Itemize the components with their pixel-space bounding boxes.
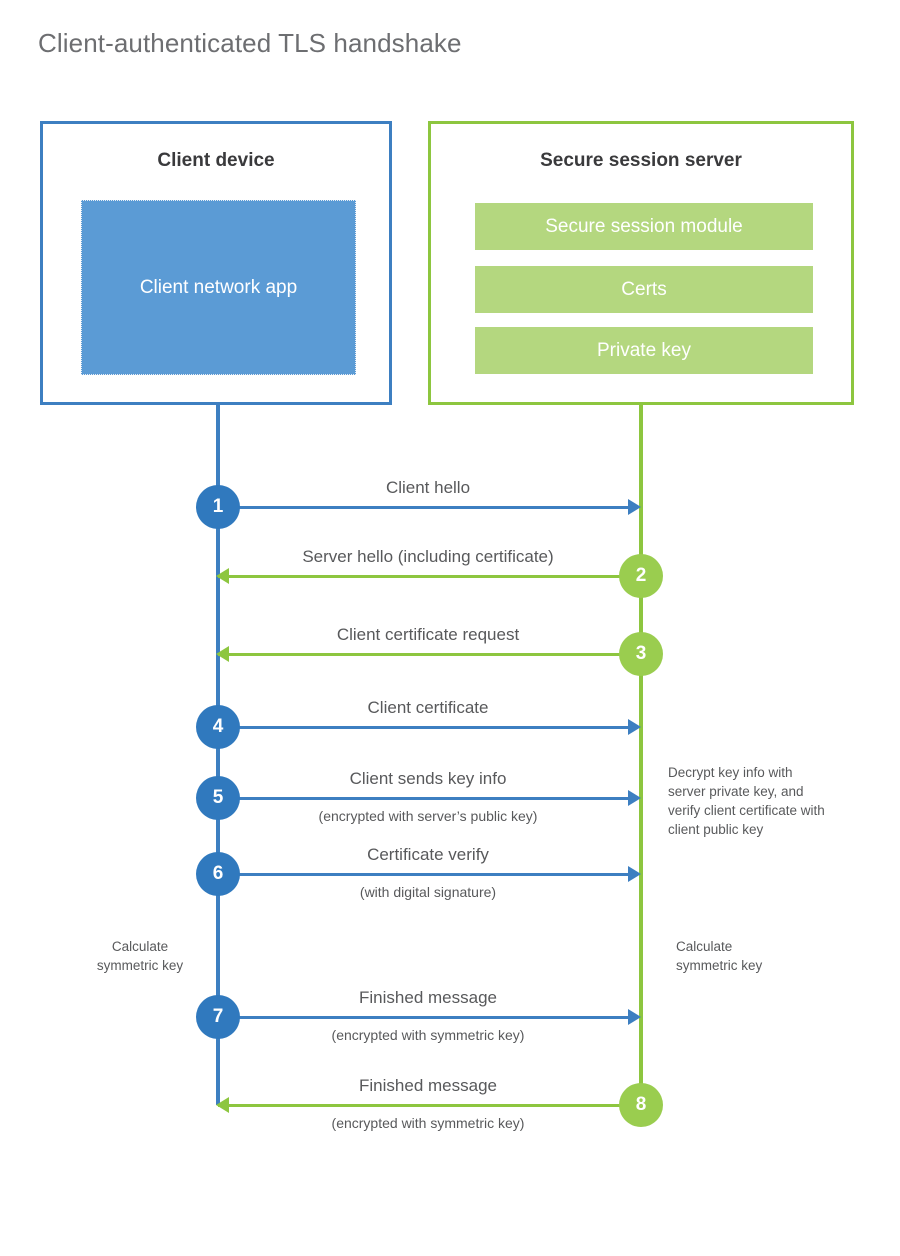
message-label-5: Client sends key info <box>349 769 507 788</box>
arrowhead-icon-6 <box>628 866 641 882</box>
message-line-6 <box>218 873 638 876</box>
message-line-1 <box>218 506 638 509</box>
arrowhead-icon-7 <box>628 1009 641 1025</box>
note-server-calculate-symmetric-key: Calculate symmetric key <box>676 939 763 974</box>
step-badge-7: 7 <box>196 995 240 1039</box>
message-sublabel-6: (with digital signature) <box>359 884 497 900</box>
message-label-4: Client certificate <box>367 698 489 717</box>
step-badge-8: 8 <box>619 1083 663 1127</box>
server-module-secure-session-module: Secure session module <box>475 203 813 250</box>
message-line-3 <box>218 653 638 656</box>
client-lifeline <box>216 405 220 1105</box>
message-line-5 <box>218 797 638 800</box>
step-badge-1: 1 <box>196 485 240 529</box>
message-line-2 <box>218 575 638 578</box>
step-badge-6: 6 <box>196 852 240 896</box>
secure-session-server-box: Secure session server Secure session mod… <box>428 121 854 405</box>
server-lifeline <box>639 405 643 1105</box>
message-line-8 <box>218 1104 638 1107</box>
message-label-1: Client hello <box>385 478 471 497</box>
message-sublabel-5: (encrypted with server’s public key) <box>318 808 538 824</box>
message-label-3: Client certificate request <box>336 625 520 644</box>
message-sublabel-7: (encrypted with symmetric key) <box>331 1027 525 1043</box>
note-client-calculate-symmetric-key: Calculate symmetric key <box>96 939 184 974</box>
message-line-7 <box>218 1016 638 1019</box>
step-badge-3: 3 <box>619 632 663 676</box>
arrowhead-icon-4 <box>628 719 641 735</box>
step-badge-5: 5 <box>196 776 240 820</box>
server-module-certs: Certs <box>475 266 813 313</box>
message-label-8: Finished message <box>359 1076 497 1095</box>
secure-session-server-title: Secure session server <box>540 150 742 171</box>
message-label-6: Certificate verify <box>367 845 489 864</box>
message-label-2: Server hello (including certificate) <box>302 547 554 566</box>
arrowhead-icon-8 <box>216 1097 229 1113</box>
client-device-title: Client device <box>157 150 275 171</box>
step-badge-2: 2 <box>619 554 663 598</box>
client-network-app-block: Client network app <box>81 200 356 375</box>
server-module-private-key: Private key <box>475 327 813 374</box>
arrowhead-icon-3 <box>216 646 229 662</box>
page-title: Client-authenticated TLS handshake <box>38 28 462 58</box>
arrowhead-icon-2 <box>216 568 229 584</box>
message-label-7: Finished message <box>359 988 497 1007</box>
message-sublabel-8: (encrypted with symmetric key) <box>331 1115 525 1131</box>
arrowhead-icon-5 <box>628 790 641 806</box>
step-badge-4: 4 <box>196 705 240 749</box>
note-server-decrypt: Decrypt key info with server private key… <box>668 765 825 838</box>
message-line-4 <box>218 726 638 729</box>
arrowhead-icon-1 <box>628 499 641 515</box>
client-device-box: Client device Client network app <box>40 121 392 405</box>
